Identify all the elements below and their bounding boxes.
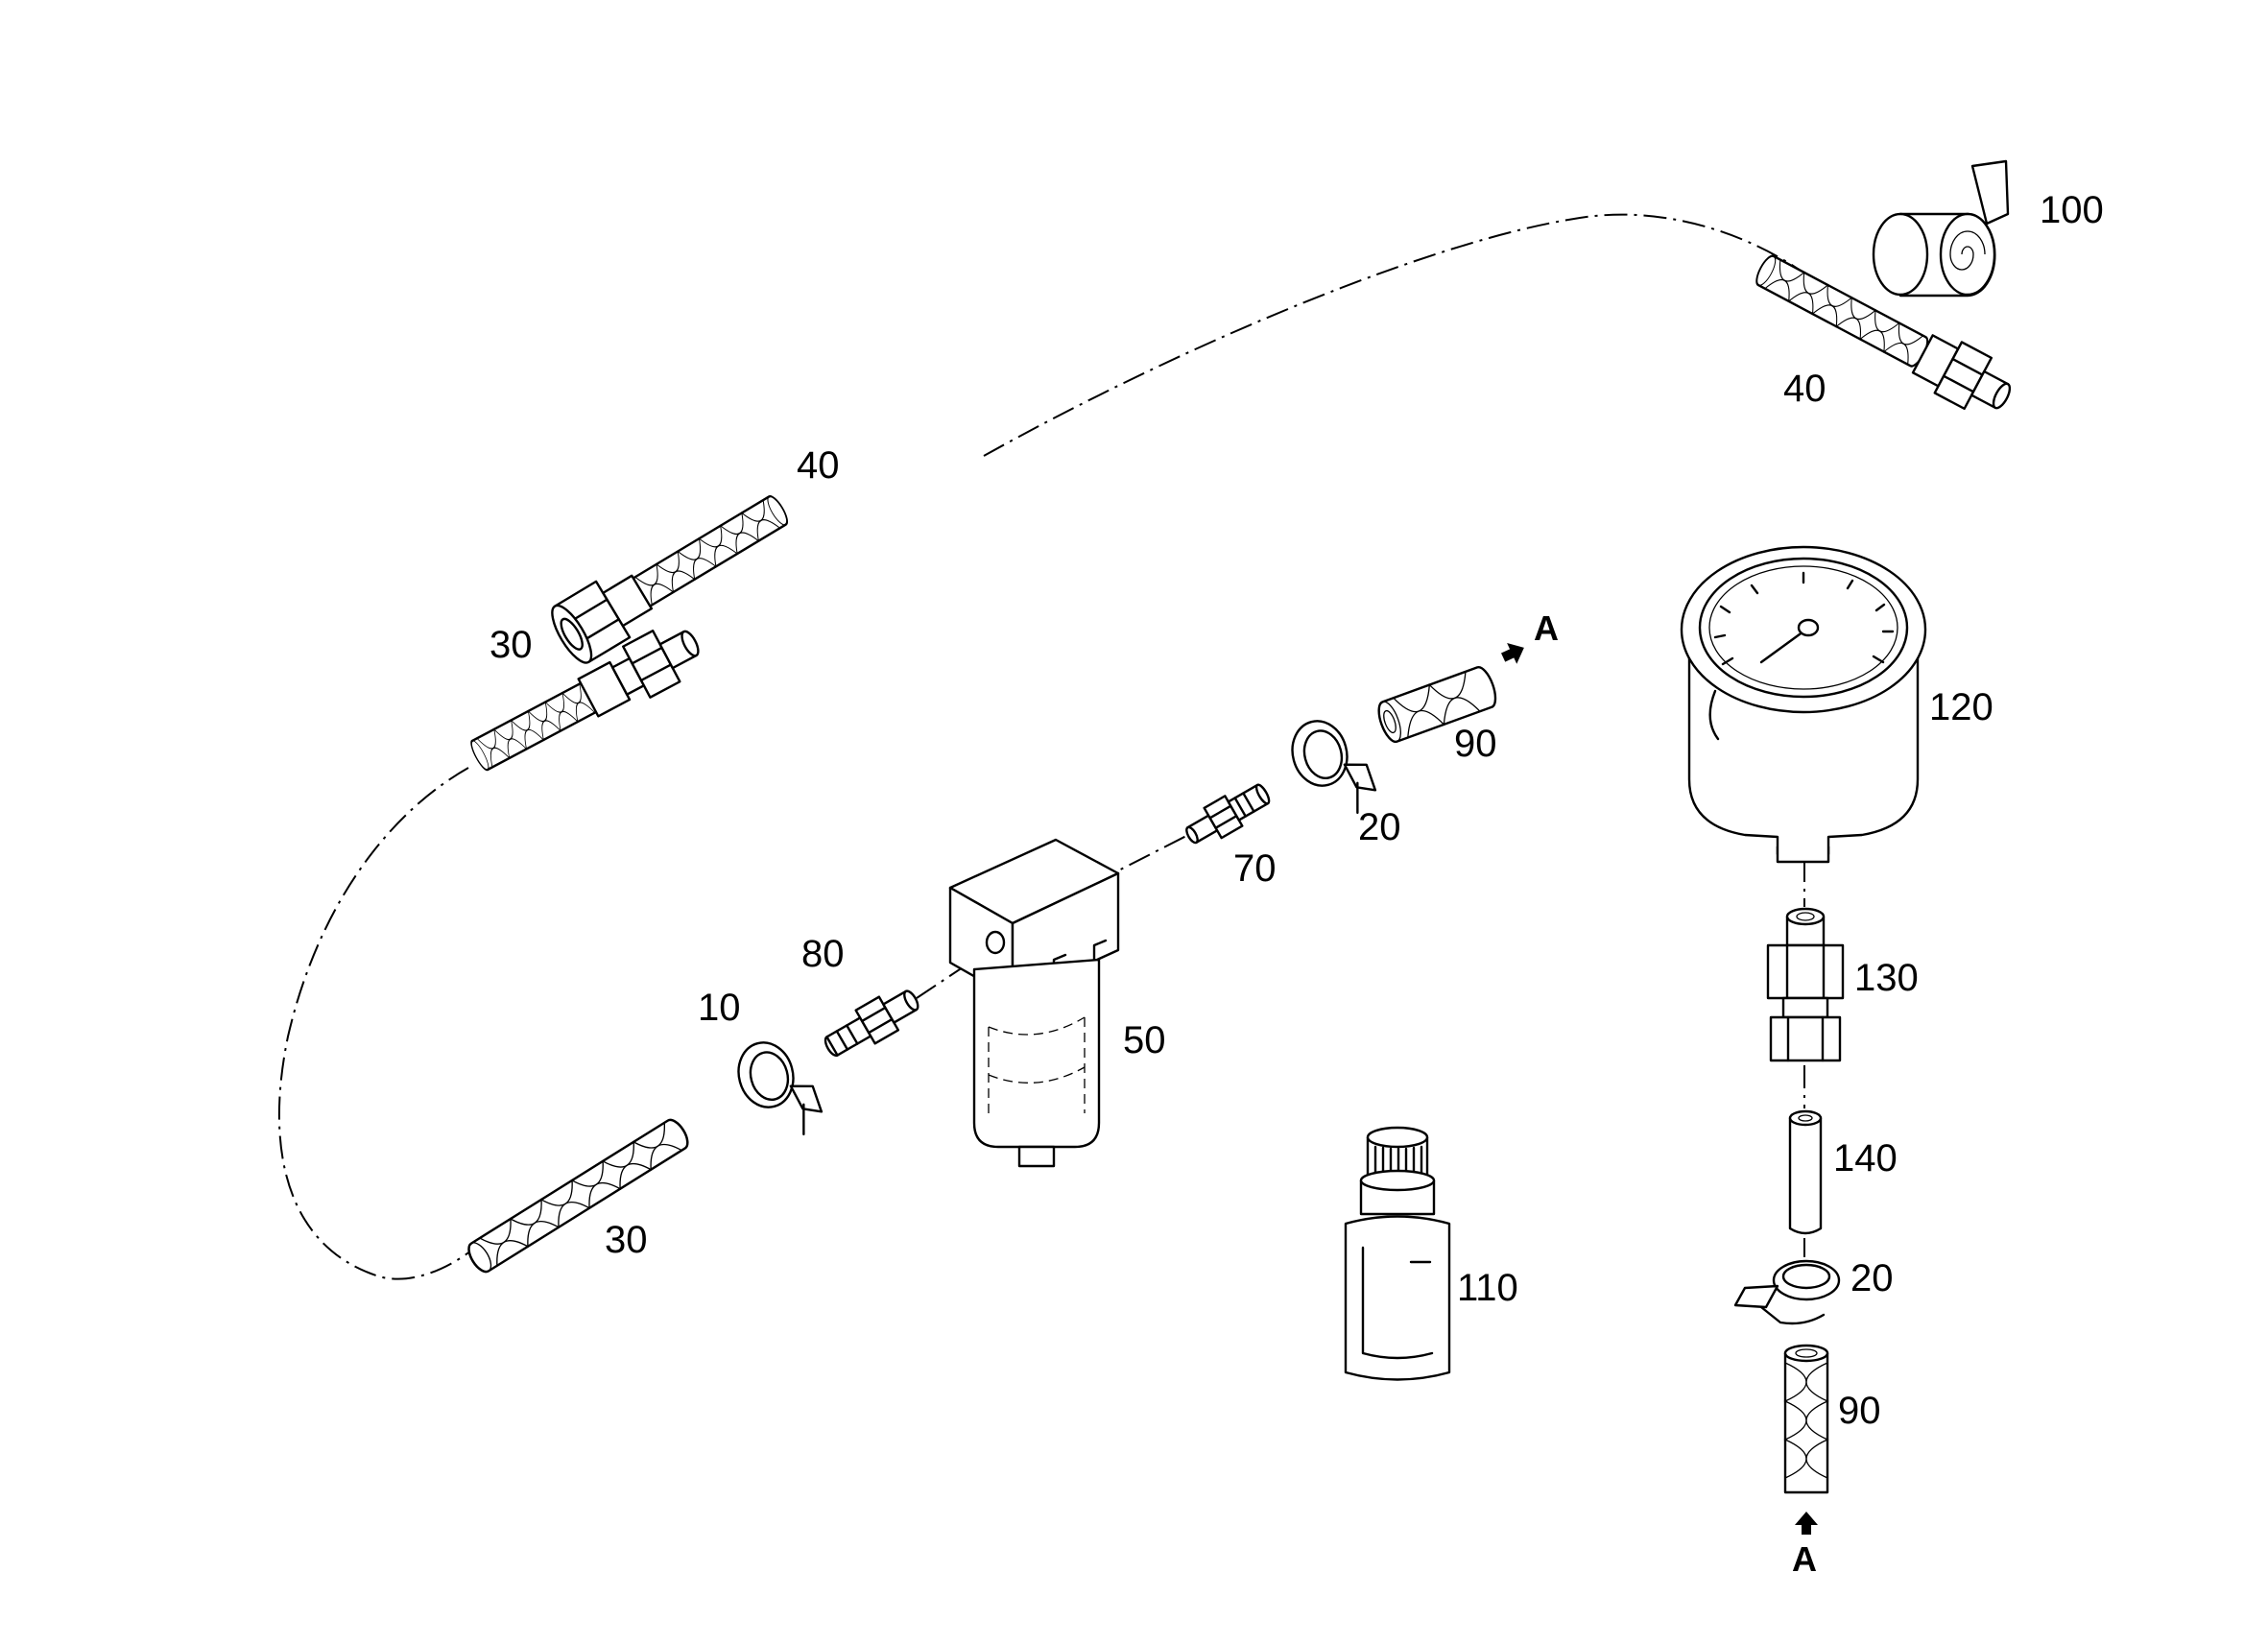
arrow-a-top [1498,637,1529,668]
union-fitting-130 [1766,907,1845,1062]
callout-30-bottom: 30 [605,1219,648,1261]
arrow-label-a-top: A [1534,608,1559,648]
callout-80: 80 [801,933,845,975]
hose-30-bottom [463,1114,694,1277]
callout-90-top: 90 [1454,723,1497,765]
callout-30-top: 30 [489,624,533,666]
tube-140 [1788,1109,1823,1235]
callout-70: 70 [1233,847,1277,890]
hose-clamp-20-bottom [1733,1259,1841,1325]
hose-40-top-right [1752,251,2012,411]
arrow-label-a-bottom: A [1792,1539,1817,1579]
callout-20-bottom: 20 [1850,1257,1894,1299]
callout-40-left: 40 [797,444,840,487]
callout-40-top-right: 40 [1783,368,1826,410]
filter-50 [948,838,1120,1168]
fitting-70 [1185,783,1271,845]
connection-line-upper [983,213,1825,457]
callout-20-top: 20 [1358,806,1401,848]
hose-40-left [551,492,792,664]
callout-130: 130 [1854,957,1919,999]
callout-90-bottom: 90 [1838,1390,1881,1432]
pressure-gauge-120 [1680,545,1927,864]
callout-100: 100 [2040,189,2104,231]
arrow-a-bottom [1795,1512,1818,1535]
callout-10: 10 [698,987,741,1029]
hose-90-bottom [1783,1344,1829,1494]
callout-120: 120 [1929,686,1993,728]
hose-clamp-10 [729,1031,827,1149]
connection-line-80-50 [916,949,990,999]
callout-50: 50 [1123,1019,1166,1061]
hose-30-top [466,630,700,774]
connection-line-left [278,767,476,1280]
callout-140: 140 [1833,1137,1898,1179]
callout-110: 110 [1457,1267,1518,1309]
tape-roll-part [1872,159,2010,298]
bottle-110 [1344,1126,1451,1381]
fitting-80 [824,989,919,1058]
